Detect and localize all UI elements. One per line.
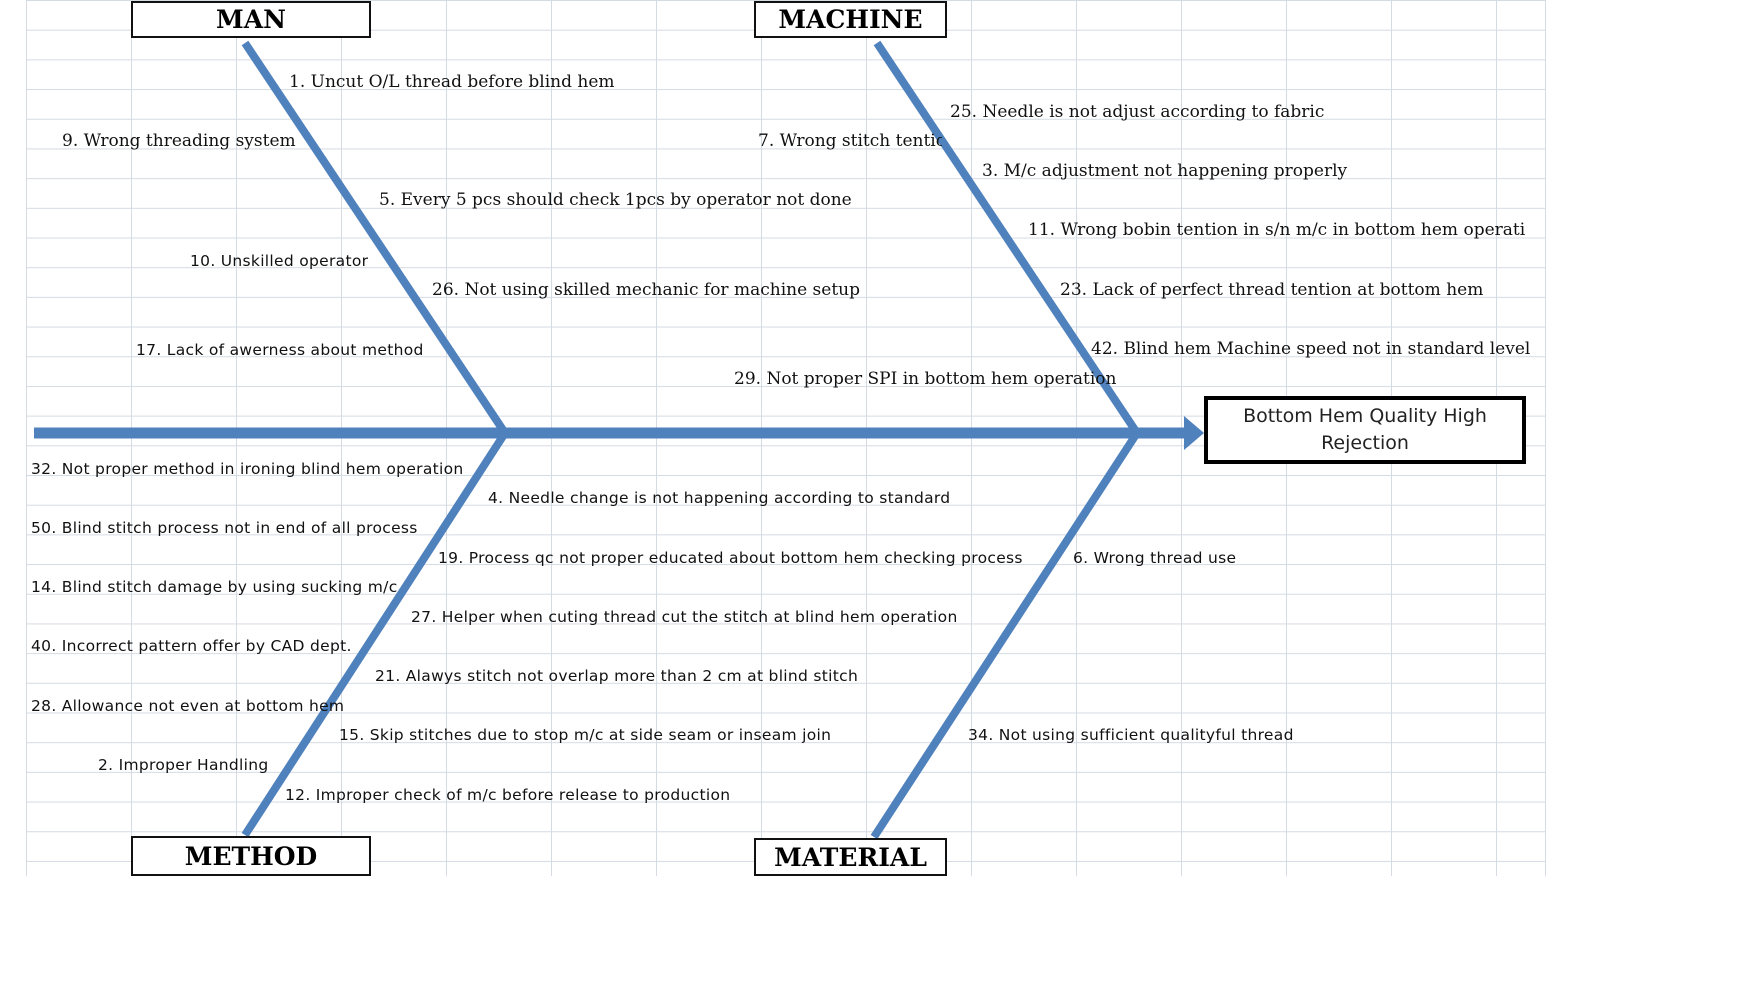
category-material: MATERIAL — [754, 838, 947, 876]
effect-box: Bottom Hem Quality High Rejection — [1204, 396, 1526, 464]
cause-method-32: 32. Not proper method in ironing blind h… — [31, 460, 464, 478]
cause-man-9: 9. Wrong threading system — [62, 131, 296, 151]
bone-material — [870, 430, 1141, 840]
cause-method-2: 2. Improper Handling — [98, 756, 269, 774]
category-machine: MACHINE — [754, 1, 947, 38]
bone-method — [241, 430, 509, 838]
cause-method-28: 28. Allowance not even at bottom hem — [31, 697, 345, 715]
cause-method-27: 27. Helper when cuting thread cut the st… — [411, 608, 958, 626]
cause-machine-3: 3. M/c adjustment not happening properly — [982, 161, 1348, 181]
cause-method-40: 40. Incorrect pattern offer by CAD dept. — [31, 637, 352, 655]
cause-material-34: 34. Not using sufficient qualityful thre… — [968, 726, 1294, 744]
category-man: MAN — [131, 1, 371, 38]
cause-man-5: 5. Every 5 pcs should check 1pcs by oper… — [379, 190, 852, 210]
spine-arrowhead — [1184, 416, 1204, 450]
cause-method-15: 15. Skip stitches due to stop m/c at sid… — [339, 726, 832, 744]
cause-method-14: 14. Blind stitch damage by using sucking… — [31, 578, 398, 596]
effect-label: Bottom Hem Quality High Rejection — [1243, 405, 1487, 454]
cause-method-50: 50. Blind stitch process not in end of a… — [31, 519, 418, 537]
cause-man-1: 1. Uncut O/L thread before blind hem — [289, 72, 615, 92]
cause-machine-23: 23. Lack of perfect thread tention at bo… — [1060, 280, 1484, 300]
cause-method-12: 12. Improper check of m/c before release… — [285, 786, 731, 804]
cause-machine-11: 11. Wrong bobin tention in s/n m/c in bo… — [1028, 220, 1525, 240]
cause-machine-29: 29. Not proper SPI in bottom hem operati… — [734, 369, 1117, 389]
cause-method-19: 19. Process qc not proper educated about… — [438, 549, 1023, 567]
cause-man-10: 10. Unskilled operator — [190, 252, 369, 270]
cause-material-6: 6. Wrong thread use — [1073, 549, 1237, 567]
cause-machine-7: 7. Wrong stitch tention — [758, 131, 942, 151]
cause-machine-42: 42. Blind hem Machine speed not in stand… — [1091, 339, 1531, 359]
cause-method-4: 4. Needle change is not happening accord… — [488, 489, 951, 507]
cause-man-26: 26. Not using skilled mechanic for machi… — [432, 280, 860, 300]
cause-man-17: 17. Lack of awerness about method — [136, 341, 424, 359]
bone-machine — [873, 40, 1141, 436]
cause-machine-25: 25. Needle is not adjust according to fa… — [950, 102, 1325, 122]
cause-method-21: 21. Alawys stitch not overlap more than … — [375, 667, 859, 685]
bone-man — [241, 40, 509, 436]
category-method: METHOD — [131, 836, 371, 876]
